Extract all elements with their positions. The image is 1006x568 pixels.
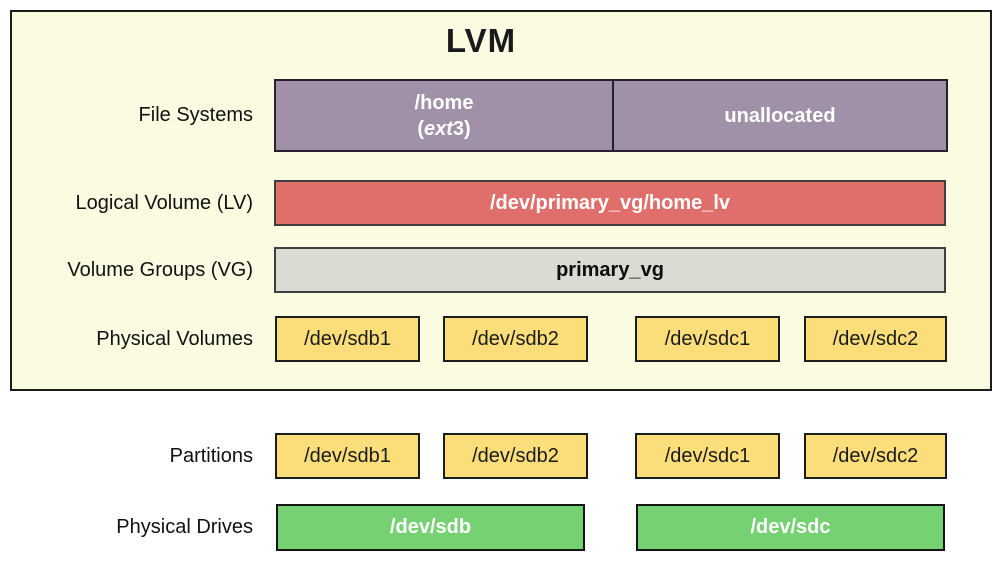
physical-volume-sdc1: /dev/sdc1	[635, 316, 780, 362]
fs-home-mountpoint: /home	[414, 91, 474, 114]
file-system-unallocated-cell: unallocated	[614, 81, 946, 150]
row-label-volume-groups: Volume Groups (VG)	[67, 258, 253, 281]
row-label-physical-drives: Physical Drives	[116, 516, 253, 538]
row-label-logical-volume: Logical Volume (LV)	[75, 191, 254, 214]
fs-unallocated-label: unallocated	[724, 104, 836, 127]
physical-drive-sdb: /dev/sdb	[276, 504, 585, 551]
partition-sdb1: /dev/sdb1	[275, 433, 420, 479]
file-systems-bar: /home (ext3) unallocated	[274, 79, 948, 152]
logical-volume-bar: /dev/primary_vg/home_lv	[274, 180, 946, 226]
row-label-file-systems: File Systems	[138, 104, 253, 126]
file-system-home-cell: /home (ext3)	[276, 81, 614, 150]
row-label-physical-volumes: Physical Volumes	[96, 327, 253, 350]
row-label-partitions: Partitions	[169, 444, 253, 467]
physical-volume-sdc2: /dev/sdc2	[804, 316, 947, 362]
fs-home-fstype: (ext3)	[417, 117, 471, 140]
partition-sdc1: /dev/sdc1	[635, 433, 780, 479]
physical-volume-sdb1: /dev/sdb1	[275, 316, 420, 362]
partition-sdb2: /dev/sdb2	[443, 433, 588, 479]
physical-volume-sdb2: /dev/sdb2	[443, 316, 588, 362]
physical-drive-sdc: /dev/sdc	[636, 504, 945, 551]
volume-group-bar: primary_vg	[274, 247, 946, 293]
diagram-title: LVM	[445, 22, 517, 59]
partition-sdc2: /dev/sdc2	[804, 433, 947, 479]
